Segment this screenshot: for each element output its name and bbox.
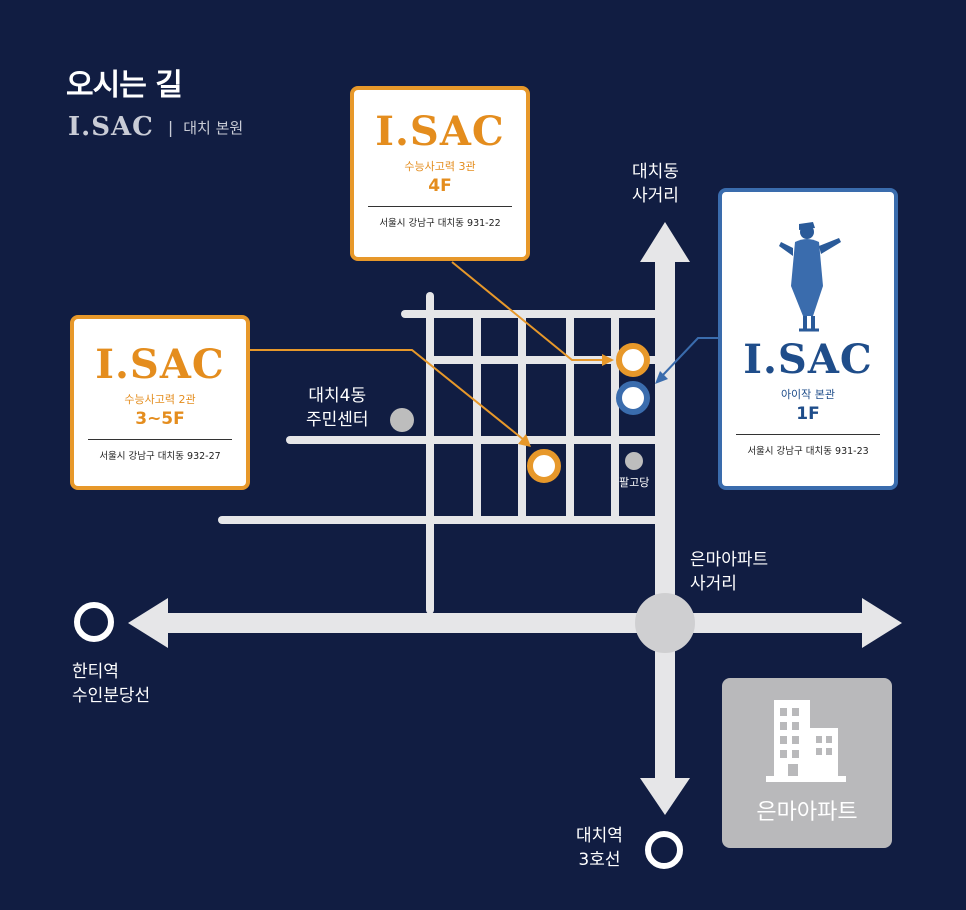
palgodang-label: 팔고당 bbox=[619, 476, 650, 489]
marker-2gwan-icon bbox=[527, 449, 561, 483]
horizontal-main-road bbox=[160, 613, 870, 633]
card-main-brand: I.SAC bbox=[743, 336, 873, 383]
marker-palgodang-icon bbox=[625, 452, 643, 470]
marker-main-icon bbox=[616, 381, 650, 415]
card-main-divider bbox=[736, 434, 880, 435]
card-3gwan-name: 수능사고력 3관 bbox=[404, 160, 476, 173]
book-reader-figure-icon bbox=[779, 222, 841, 332]
main-roads bbox=[128, 222, 902, 815]
community-center-label: 대치4동 주민센터 bbox=[306, 386, 369, 430]
brand-separator: | bbox=[167, 117, 174, 137]
card-2gwan-address: 서울시 강남구 대치동 932-27 bbox=[99, 451, 221, 462]
north-arrowhead bbox=[640, 222, 690, 262]
route-line-3gwan bbox=[451, 261, 606, 361]
route-arrow-3gwan bbox=[602, 354, 614, 366]
south-arrowhead bbox=[640, 778, 690, 815]
daechi-station-label: 대치역 3호선 bbox=[576, 826, 623, 870]
marker-3gwan-icon bbox=[616, 343, 650, 377]
card-3gwan-divider bbox=[368, 206, 512, 207]
card-3gwan-address: 서울시 강남구 대치동 931-22 bbox=[379, 218, 501, 229]
route-arrow-2gwan bbox=[518, 434, 531, 447]
eunma-intersection-node bbox=[635, 593, 695, 653]
eunma-apartment-box: 은마아파트 bbox=[722, 678, 892, 848]
card-2gwan-divider bbox=[88, 439, 232, 440]
card-2gwan: I.SAC 수능사고력 2관 3~5F 서울시 강남구 대치동 932-27 bbox=[70, 315, 250, 490]
card-2gwan-floor: 3~5F bbox=[135, 409, 185, 429]
brand-row: I.SAC | 대치 본원 bbox=[68, 112, 243, 142]
branch-name: 대치 본원 bbox=[183, 118, 244, 137]
route-lines bbox=[250, 261, 720, 447]
west-arrowhead bbox=[128, 598, 168, 648]
brand-logo: I.SAC bbox=[68, 112, 154, 142]
station-icons bbox=[74, 602, 683, 869]
side-streets bbox=[218, 292, 659, 614]
card-main-floor: 1F bbox=[796, 404, 820, 424]
route-arrow-main bbox=[655, 371, 668, 384]
hanti-station-icon bbox=[74, 602, 114, 642]
location-markers bbox=[390, 343, 650, 483]
card-main-name: 아이작 본관 bbox=[780, 388, 836, 401]
eunma-apartment-label: 은마아파트 bbox=[756, 800, 858, 825]
card-3gwan-floor: 4F bbox=[428, 176, 452, 196]
card-2gwan-brand: I.SAC bbox=[95, 341, 225, 388]
hanti-station-label: 한티역 수인분당선 bbox=[72, 662, 151, 706]
east-arrowhead bbox=[862, 598, 902, 648]
daechi-intersection-label: 대치동 사거리 bbox=[632, 162, 679, 206]
daechi-station-icon bbox=[645, 831, 683, 869]
card-3gwan-brand: I.SAC bbox=[375, 108, 505, 155]
marker-community-center-icon bbox=[390, 408, 414, 432]
card-2gwan-name: 수능사고력 2관 bbox=[124, 393, 196, 406]
vertical-main-road bbox=[655, 255, 675, 785]
route-line-2gwan bbox=[250, 349, 525, 441]
card-3gwan: I.SAC 수능사고력 3관 4F 서울시 강남구 대치동 931-22 bbox=[350, 86, 530, 261]
eunma-intersection-label: 은마아파트 사거리 bbox=[690, 550, 769, 594]
route-line-main bbox=[661, 337, 720, 377]
card-main: I.SAC 아이작 본관 1F 서울시 강남구 대치동 931-23 bbox=[718, 188, 898, 490]
building-icon bbox=[766, 700, 846, 782]
page-title: 오시는 길 bbox=[66, 68, 183, 103]
card-main-address: 서울시 강남구 대치동 931-23 bbox=[747, 446, 869, 457]
